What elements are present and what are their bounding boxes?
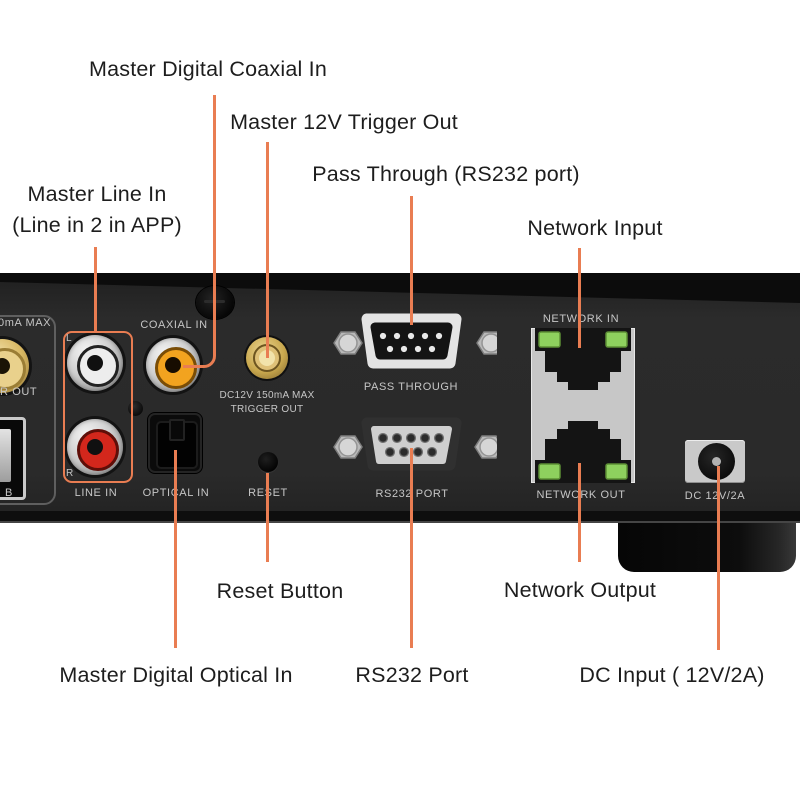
- leader-pass-through: [410, 196, 413, 325]
- print-channel-l: L: [66, 333, 73, 344]
- db9-male-pass-through: [333, 313, 497, 369]
- print-dc: DC 12V/2A: [684, 490, 746, 502]
- print-channel-r: R: [66, 468, 74, 479]
- callout-optical-label: Master Digital Optical In: [59, 663, 293, 687]
- panel-top-edge: [0, 273, 800, 303]
- leader-coaxial: [183, 95, 216, 368]
- print-network-out: NETWORK OUT: [536, 489, 626, 501]
- line-in-highlight-box: [63, 331, 133, 483]
- leader-line-in: [94, 247, 97, 331]
- usb-tongue: [0, 429, 11, 482]
- optical-shutter-tab: [169, 419, 185, 441]
- leader-reset: [266, 473, 269, 562]
- panel-bottom-edge: [0, 511, 800, 521]
- dc-center-pin: [712, 457, 721, 466]
- callout-rs232-label: RS232 Port: [355, 663, 469, 687]
- rca-jack-white-line-in-l: [67, 335, 123, 391]
- leader-network-output: [578, 463, 581, 562]
- leader-trigger: [266, 142, 269, 358]
- callout-line-in-line1: Master Line In: [27, 182, 167, 206]
- callout-dc-input-label: DC Input ( 12V/2A): [579, 663, 765, 687]
- print-b: B: [5, 487, 13, 499]
- callout-line-in-line2: (Line in 2 in APP): [12, 213, 182, 237]
- reset-button: [258, 452, 278, 472]
- print-network-in: NETWORK IN: [542, 313, 620, 325]
- callout-trigger-label: Master 12V Trigger Out: [230, 110, 458, 134]
- callout-network-output-label: Network Output: [503, 578, 657, 602]
- dc-input-jack: [685, 440, 745, 483]
- print-trigger-line2: TRIGGER OUT: [230, 404, 304, 415]
- callout-line-in-label: Master Line In (Line in 2 in APP): [12, 179, 182, 241]
- callout-network-input-label: Network Input: [527, 216, 663, 240]
- optical-port: [148, 413, 202, 473]
- leader-rs232: [410, 448, 413, 648]
- print-coaxial-in: COAXIAL IN: [140, 319, 208, 331]
- leader-dc-input: [717, 466, 720, 650]
- print-r-out: R OUT: [0, 386, 38, 398]
- left-section-outline: [0, 315, 56, 505]
- rca-jack-red-line-in-r: [67, 419, 123, 475]
- usb-port-partial: [0, 417, 26, 500]
- device-foot: [618, 523, 796, 572]
- leader-optical: [174, 450, 177, 648]
- print-ma-max: 0mA MAX: [0, 317, 52, 329]
- callout-reset-label: Reset Button: [216, 579, 344, 603]
- print-line-in: LINE IN: [74, 487, 118, 499]
- leader-network-input: [578, 248, 581, 348]
- rj45-stack: [531, 328, 635, 483]
- print-trigger-line1: DC12V 150mA MAX: [219, 390, 315, 401]
- panel-bottom-highlight: [0, 521, 800, 523]
- db9-female-rs232: [333, 417, 497, 471]
- print-pass-through: PASS THROUGH: [363, 381, 459, 393]
- callout-coaxial-label: Master Digital Coaxial In: [88, 57, 328, 81]
- callout-pass-through-label: Pass Through (RS232 port): [312, 162, 580, 186]
